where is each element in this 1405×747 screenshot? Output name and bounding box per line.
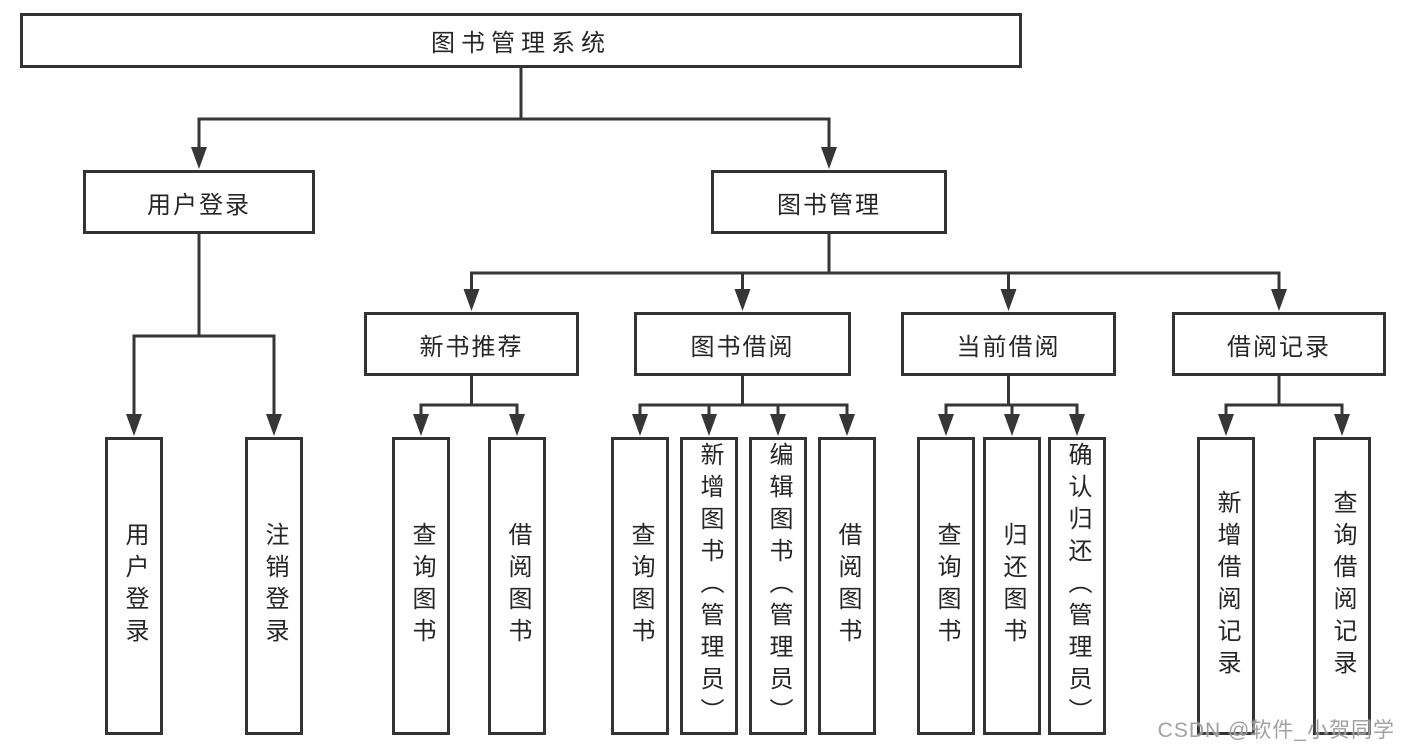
leaf-query-borrow-record: 查询借阅记录 <box>1313 437 1371 735</box>
node-label: 图书借阅 <box>690 333 795 361</box>
leaf-return-books: 归还图书 <box>983 437 1041 735</box>
leaf-confirm-return-admin: 确认归还（管理员） <box>1048 437 1106 735</box>
leaf-logout: 注销登录 <box>245 437 303 735</box>
leaf-borrow-books: 借阅图书 <box>818 437 876 735</box>
csdn-watermark: CSDN @软件_小贺同学 <box>1157 719 1395 742</box>
node-label: 用户登录 <box>147 191 251 219</box>
leaf-edit-book-admin: 编辑图书（管理员） <box>749 437 807 735</box>
node-label: 查询图书 <box>408 522 435 650</box>
leaf-query-books-recommend: 查询图书 <box>392 437 450 735</box>
node-label: 借阅图书 <box>504 522 531 650</box>
leaf-borrow-books-recommend: 借阅图书 <box>488 437 546 735</box>
leaf-user-login: 用户登录 <box>105 437 163 735</box>
node-current-borrowing: 当前借阅 <box>901 312 1116 376</box>
node-label: 确认归还（管理员） <box>1064 442 1091 730</box>
node-new-book-recommend: 新书推荐 <box>364 312 579 376</box>
node-label: 借阅记录 <box>1227 333 1331 361</box>
node-label: 查询图书 <box>933 522 960 650</box>
node-library-management-system: 图书管理系统 <box>20 13 1022 68</box>
leaf-query-books-current: 查询图书 <box>917 437 975 735</box>
leaf-query-books-borrowing: 查询图书 <box>611 437 669 735</box>
node-label: 新增借阅记录 <box>1213 490 1240 682</box>
node-book-borrowing: 图书借阅 <box>634 312 851 376</box>
node-label: 图书管理系统 <box>431 30 611 57</box>
leaf-add-book-admin: 新增图书（管理员） <box>680 437 738 735</box>
node-label: 图书管理 <box>777 191 881 219</box>
node-label: 注销登录 <box>261 522 288 650</box>
node-label: 归还图书 <box>999 522 1026 650</box>
node-label: 用户登录 <box>121 522 148 650</box>
node-label: 查询图书 <box>627 522 654 650</box>
node-user-login: 用户登录 <box>83 170 315 234</box>
node-label: 借阅图书 <box>834 522 861 650</box>
node-label: 查询借阅记录 <box>1329 490 1356 682</box>
node-borrowing-records: 借阅记录 <box>1172 312 1386 376</box>
node-label: 编辑图书（管理员） <box>765 442 792 730</box>
node-label: 新增图书（管理员） <box>696 442 723 730</box>
leaf-add-borrow-record: 新增借阅记录 <box>1197 437 1255 735</box>
node-label: 新书推荐 <box>419 333 524 361</box>
node-label: 当前借阅 <box>956 333 1061 361</box>
node-book-management: 图书管理 <box>711 170 947 234</box>
